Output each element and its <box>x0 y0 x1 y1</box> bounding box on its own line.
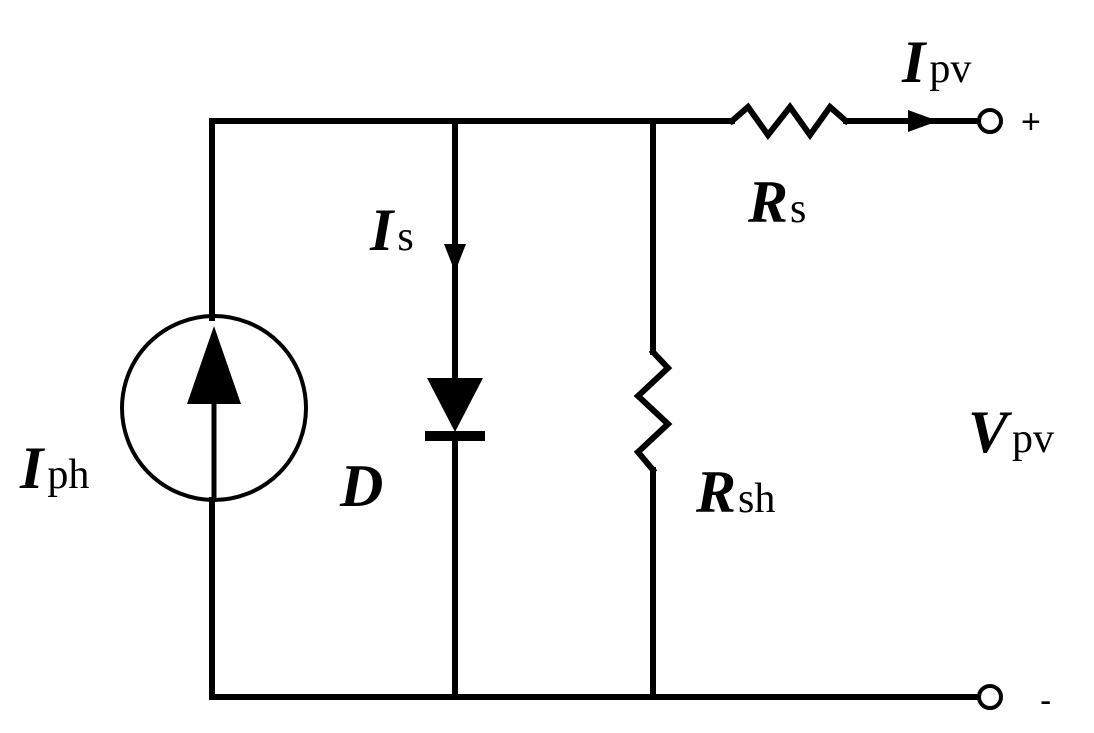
output-current-arrow <box>908 110 938 132</box>
diode-current-arrow <box>444 244 466 272</box>
label-r-sh: Rsh <box>695 459 775 525</box>
label-r-s: Rs <box>747 169 806 235</box>
current-source-circle <box>120 314 308 502</box>
label-minus: - <box>1040 682 1051 720</box>
series-resistor <box>727 101 851 141</box>
label-d: D <box>339 453 383 519</box>
label-i-s: Is <box>369 197 414 263</box>
wires <box>209 118 981 700</box>
diode <box>425 378 485 441</box>
current-source <box>120 314 308 502</box>
label-i-pv: Ipv <box>901 29 971 95</box>
current-source-arrow-head <box>187 326 241 404</box>
positive-terminal[interactable] <box>977 108 1003 134</box>
shunt-resistor <box>633 347 673 475</box>
diode-bar <box>425 431 485 441</box>
negative-terminal[interactable] <box>977 684 1003 710</box>
diode-triangle <box>427 378 483 432</box>
label-plus: + <box>1021 103 1041 141</box>
label-i-ph: Iph <box>19 435 89 501</box>
label-v-pv: Vpv <box>968 399 1054 465</box>
